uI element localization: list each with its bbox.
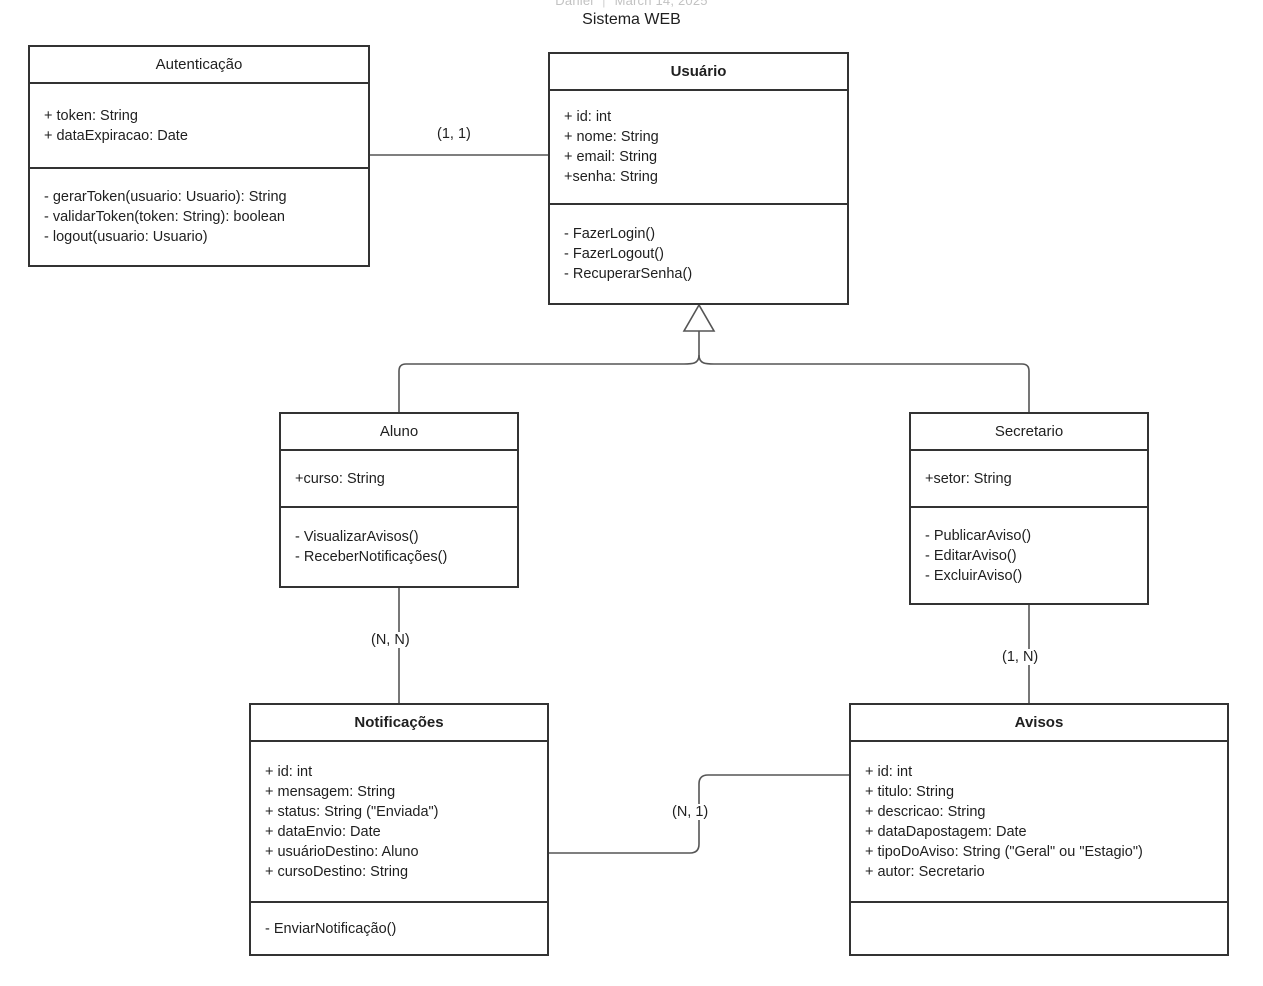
method-row: - FazerLogin() xyxy=(564,226,656,242)
multiplicity-notificacoes-avisos: (N, 1) xyxy=(669,804,712,820)
attribute-row: + mensagem: String xyxy=(265,783,396,800)
class-title-secretario: Secretario xyxy=(911,414,1147,451)
class-methods-autenticacao: - gerarToken(usuario: Usuario): String -… xyxy=(30,167,368,265)
attribute-row: + token: String xyxy=(44,107,138,124)
method-row: - ReceberNotificações() xyxy=(295,549,448,565)
class-attributes-usuario: + id: int + nome: String + email: String… xyxy=(550,91,847,203)
page-title: Sistema WEB xyxy=(582,11,681,28)
class-attributes-notificacoes: + id: int + mensagem: String + status: S… xyxy=(251,742,547,901)
class-title-notificacoes: Notificações xyxy=(251,705,547,742)
multiplicity-aluno-notificacoes: (N, N) xyxy=(368,632,413,648)
method-row: - VisualizarAvisos() xyxy=(295,529,419,545)
class-title-usuario: Usuário xyxy=(550,54,847,91)
uml-class-avisos[interactable]: Avisos + id: int + titulo: String + desc… xyxy=(849,703,1229,956)
uml-class-usuario[interactable]: Usuário + id: int + nome: String + email… xyxy=(548,52,849,305)
attribute-row: + dataExpiracao: Date xyxy=(44,127,188,144)
method-row: - validarToken(token: String): boolean xyxy=(44,209,285,225)
attribute-row: + dataDapostagem: Date xyxy=(865,823,1027,840)
attribute-row: +senha: String xyxy=(564,169,658,185)
attribute-row: + id: int xyxy=(865,763,913,780)
attribute-row: + status: String ("Enviada") xyxy=(265,803,439,820)
document-meta: Daniel | March 14, 2025 xyxy=(0,0,1263,8)
connector-generalization-branch xyxy=(398,354,700,412)
class-title-avisos: Avisos xyxy=(851,705,1227,742)
class-methods-notificacoes: - EnviarNotificação() xyxy=(251,901,547,954)
attribute-row: + titulo: String xyxy=(865,783,955,800)
multiplicity-secretario-avisos: (1, N) xyxy=(999,649,1042,665)
class-attributes-avisos: + id: int + titulo: String + descricao: … xyxy=(851,742,1227,901)
method-row: - EnviarNotificação() xyxy=(265,920,397,937)
class-methods-aluno: - VisualizarAvisos() - ReceberNotificaçõ… xyxy=(281,506,517,586)
uml-class-notificacoes[interactable]: Notificações + id: int + mensagem: Strin… xyxy=(249,703,549,956)
attribute-row: +curso: String xyxy=(295,470,385,487)
attribute-row: +setor: String xyxy=(925,470,1012,487)
class-attributes-secretario: +setor: String xyxy=(911,451,1147,506)
attribute-row: + cursoDestino: String xyxy=(265,863,409,880)
attribute-row: + id: int xyxy=(265,763,313,780)
class-methods-secretario: - PublicarAviso() - EditarAviso() - Excl… xyxy=(911,506,1147,603)
attribute-row: + usuárioDestino: Aluno xyxy=(265,843,419,860)
method-row: - EditarAviso() xyxy=(925,547,1017,564)
method-row: - logout(usuario: Usuario) xyxy=(44,229,208,245)
attribute-row: + email: String xyxy=(564,149,658,165)
attribute-row: + nome: String xyxy=(564,129,659,145)
multiplicity-autenticacao-usuario: (1, 1) xyxy=(434,126,474,142)
method-row: - RecuperarSenha() xyxy=(564,266,693,282)
class-methods-avisos xyxy=(851,901,1227,954)
method-row: - ExcluirAviso() xyxy=(925,567,1023,584)
attribute-row: + dataEnvio: Date xyxy=(265,823,381,840)
connector-generalization-branch-right xyxy=(698,354,1030,412)
attribute-row: + descricao: String xyxy=(865,803,986,820)
class-attributes-aluno: +curso: String xyxy=(281,451,517,506)
class-methods-usuario: - FazerLogin() - FazerLogout() - Recuper… xyxy=(550,203,847,303)
class-attributes-autenticacao: + token: String + dataExpiracao: Date xyxy=(30,84,368,167)
method-row: - PublicarAviso() xyxy=(925,527,1032,544)
meta-separator: | xyxy=(602,0,606,8)
class-title-aluno: Aluno xyxy=(281,414,517,451)
generalization-triangle xyxy=(682,303,716,332)
uml-class-secretario[interactable]: Secretario +setor: String - PublicarAvis… xyxy=(909,412,1149,605)
document-author: Daniel xyxy=(555,0,594,8)
uml-class-aluno[interactable]: Aluno +curso: String - VisualizarAvisos(… xyxy=(279,412,519,588)
method-row: - gerarToken(usuario: Usuario): String xyxy=(44,189,287,205)
method-row: - FazerLogout() xyxy=(564,246,664,262)
uml-class-autenticacao[interactable]: Autenticação + token: String + dataExpir… xyxy=(28,45,370,267)
class-title-autenticacao: Autenticação xyxy=(30,47,368,84)
attribute-row: + autor: Secretario xyxy=(865,863,985,880)
attribute-row: + id: int xyxy=(564,109,612,125)
document-date: March 14, 2025 xyxy=(614,0,708,8)
attribute-row: + tipoDoAviso: String ("Geral" ou "Estag… xyxy=(865,843,1143,860)
